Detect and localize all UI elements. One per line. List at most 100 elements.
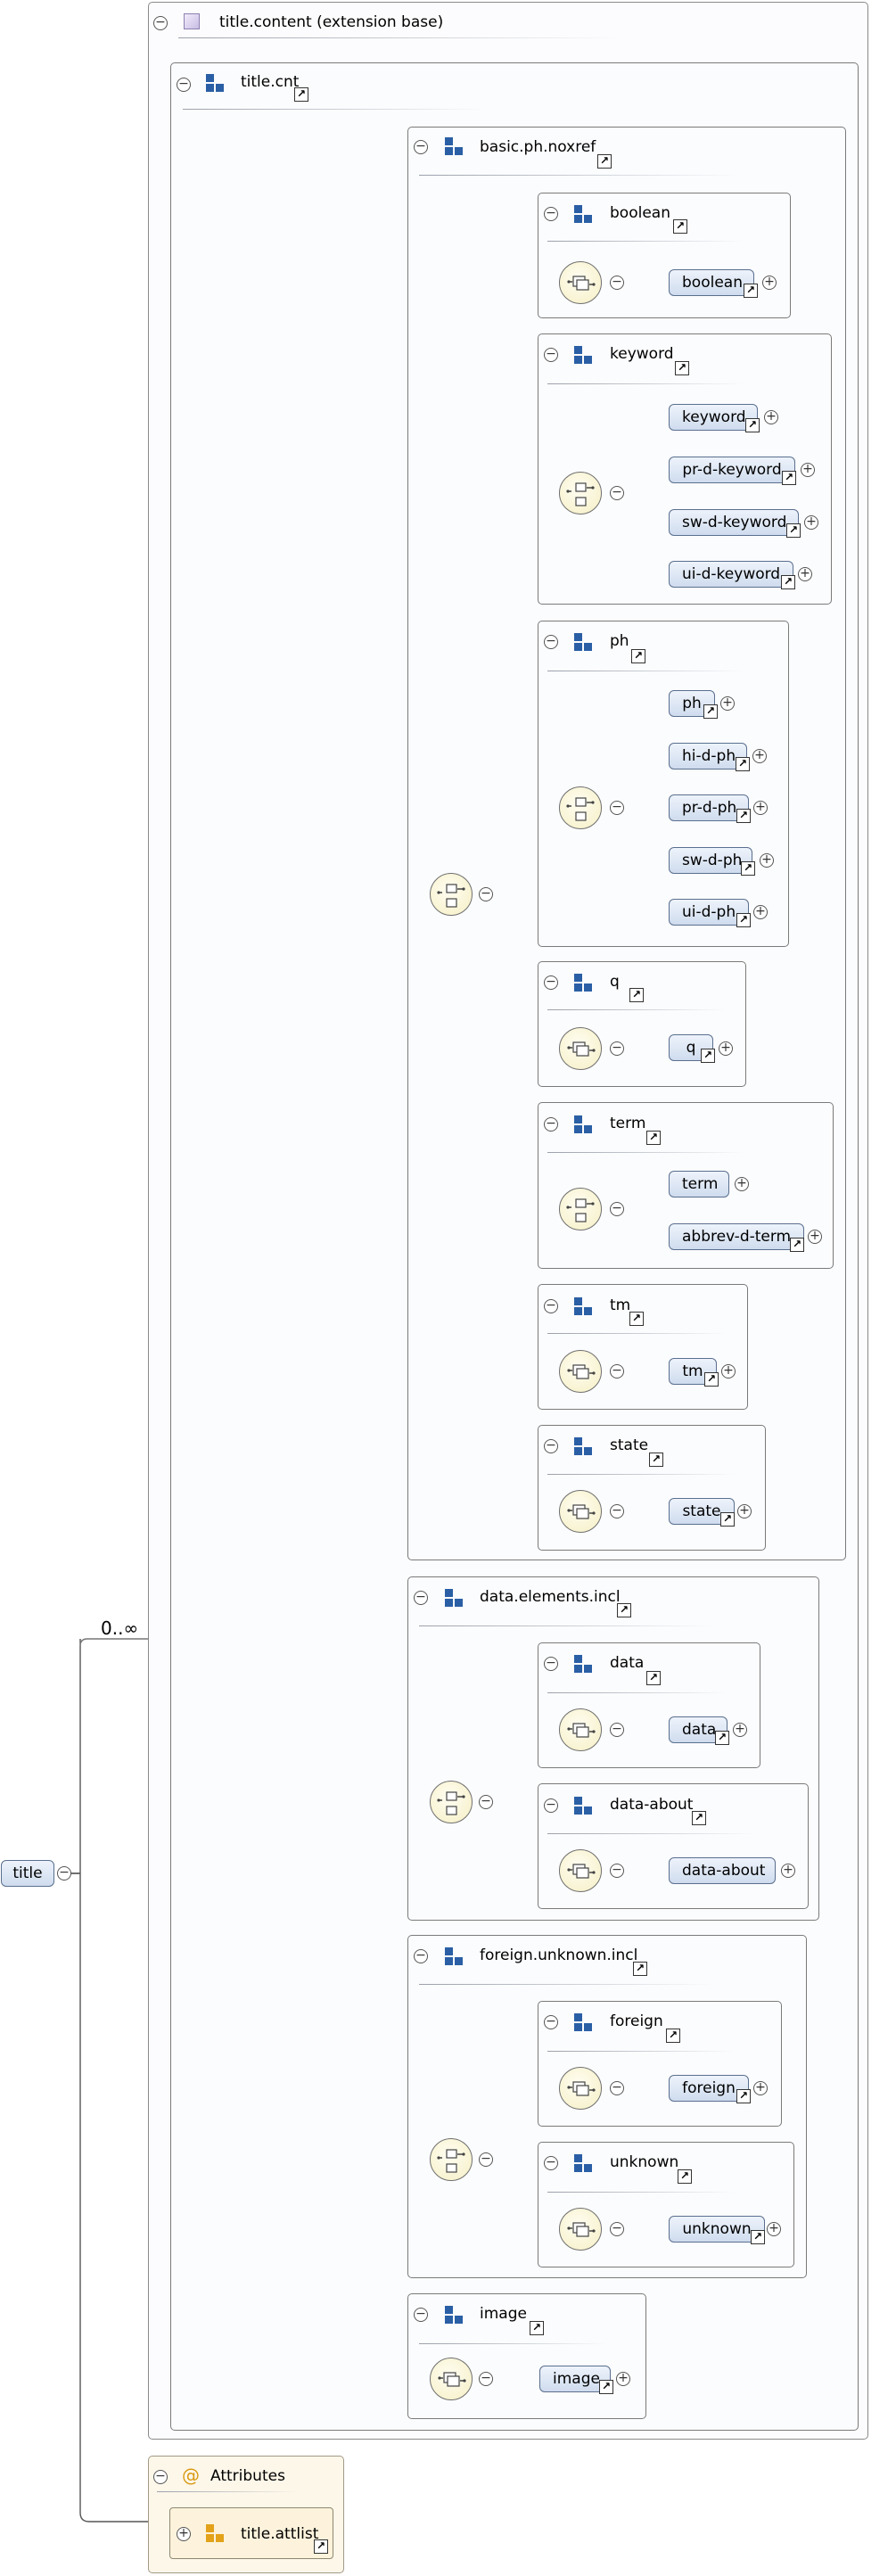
sequence-compositor-icon[interactable]	[559, 1708, 602, 1751]
expand-toggle-icon[interactable]: +	[720, 696, 735, 711]
collapse-toggle-icon[interactable]: −	[544, 1657, 558, 1671]
link-arrow-icon[interactable]: ↗	[786, 523, 801, 538]
element-abbrev-d-term[interactable]: abbrev-d-term	[669, 1223, 804, 1250]
element-unknown[interactable]: unknown	[669, 2216, 765, 2243]
link-arrow-icon[interactable]: ↗	[781, 575, 795, 589]
sequence-compositor-icon[interactable]	[559, 261, 602, 304]
collapse-toggle-icon[interactable]: −	[544, 348, 558, 362]
collapse-toggle-icon[interactable]: −	[153, 2470, 168, 2484]
collapse-toggle-icon[interactable]: −	[544, 2156, 558, 2170]
collapse-toggle-icon[interactable]: −	[153, 16, 168, 30]
collapse-toggle-icon[interactable]: −	[177, 78, 191, 92]
collapse-toggle-icon[interactable]: −	[414, 1591, 428, 1605]
sequence-compositor-icon[interactable]	[559, 2067, 602, 2110]
collapse-toggle-icon[interactable]: −	[610, 276, 624, 290]
collapse-toggle-icon[interactable]: −	[544, 1117, 558, 1132]
link-arrow-icon[interactable]: ↗	[720, 1512, 735, 1527]
collapse-toggle-icon[interactable]: −	[414, 140, 428, 154]
element-tm[interactable]: tm	[669, 1358, 717, 1385]
link-arrow-icon[interactable]: ↗	[646, 1131, 661, 1145]
collapse-toggle-icon[interactable]: −	[479, 1795, 493, 1809]
choice-compositor-icon[interactable]	[430, 873, 473, 916]
link-arrow-icon[interactable]: ↗	[736, 913, 751, 927]
sequence-compositor-icon[interactable]	[559, 2208, 602, 2251]
expand-toggle-icon[interactable]: +	[721, 1364, 736, 1379]
expand-toggle-icon[interactable]: +	[781, 1864, 795, 1878]
expand-toggle-icon[interactable]: +	[753, 2081, 768, 2095]
collapse-toggle-icon[interactable]: −	[544, 635, 558, 649]
link-arrow-icon[interactable]: ↗	[629, 988, 644, 1002]
sequence-compositor-icon[interactable]	[559, 1490, 602, 1533]
link-arrow-icon[interactable]: ↗	[646, 1671, 661, 1685]
root-element-title[interactable]: title	[1, 1860, 54, 1887]
collapse-toggle-icon[interactable]: −	[479, 2372, 493, 2386]
expand-toggle-icon[interactable]: +	[753, 905, 768, 919]
link-arrow-icon[interactable]: ↗	[741, 861, 755, 876]
expand-toggle-icon[interactable]: +	[733, 1723, 747, 1737]
sequence-compositor-icon[interactable]	[559, 1027, 602, 1070]
link-arrow-icon[interactable]: ↗	[701, 1049, 715, 1063]
link-arrow-icon[interactable]: ↗	[715, 1731, 729, 1745]
element-pr-d-keyword[interactable]: pr-d-keyword	[669, 457, 795, 483]
expand-toggle-icon[interactable]: +	[719, 1041, 733, 1056]
element-ph[interactable]: ph	[669, 690, 715, 717]
collapse-toggle-icon[interactable]: −	[544, 1439, 558, 1453]
expand-toggle-icon[interactable]: +	[177, 2527, 191, 2541]
choice-compositor-icon[interactable]	[559, 472, 602, 514]
link-arrow-icon[interactable]: ↗	[597, 154, 612, 169]
link-arrow-icon[interactable]: ↗	[703, 704, 718, 719]
collapse-toggle-icon[interactable]: −	[610, 486, 624, 500]
link-arrow-icon[interactable]: ↗	[704, 1372, 719, 1387]
collapse-toggle-icon[interactable]: −	[57, 1866, 71, 1881]
collapse-toggle-icon[interactable]: −	[610, 1041, 624, 1056]
collapse-toggle-icon[interactable]: −	[610, 2081, 624, 2095]
element-boolean[interactable]: boolean	[669, 269, 754, 296]
element-image[interactable]: image	[539, 2366, 611, 2392]
collapse-toggle-icon[interactable]: −	[479, 887, 493, 901]
expand-toggle-icon[interactable]: +	[767, 2222, 781, 2236]
link-arrow-icon[interactable]: ↗	[314, 2539, 328, 2554]
collapse-toggle-icon[interactable]: −	[414, 1949, 428, 1963]
link-arrow-icon[interactable]: ↗	[666, 2029, 680, 2043]
link-arrow-icon[interactable]: ↗	[782, 471, 796, 485]
expand-toggle-icon[interactable]: +	[808, 1230, 822, 1244]
collapse-toggle-icon[interactable]: −	[544, 2015, 558, 2029]
element-data-about[interactable]: data-about	[669, 1857, 776, 1884]
expand-toggle-icon[interactable]: +	[764, 410, 778, 424]
expand-toggle-icon[interactable]: +	[762, 276, 777, 290]
link-arrow-icon[interactable]: ↗	[678, 2169, 692, 2184]
link-arrow-icon[interactable]: ↗	[744, 284, 758, 298]
collapse-toggle-icon[interactable]: −	[610, 1364, 624, 1379]
collapse-toggle-icon[interactable]: −	[544, 207, 558, 221]
link-arrow-icon[interactable]: ↗	[745, 418, 760, 432]
collapse-toggle-icon[interactable]: −	[610, 1723, 624, 1737]
link-arrow-icon[interactable]: ↗	[599, 2380, 613, 2394]
link-arrow-icon[interactable]: ↗	[631, 649, 645, 663]
link-arrow-icon[interactable]: ↗	[692, 1811, 706, 1825]
element-ui-d-keyword[interactable]: ui-d-keyword	[669, 561, 793, 588]
link-arrow-icon[interactable]: ↗	[629, 1312, 644, 1326]
link-arrow-icon[interactable]: ↗	[736, 2089, 751, 2103]
collapse-toggle-icon[interactable]: −	[544, 975, 558, 990]
choice-compositor-icon[interactable]	[559, 786, 602, 829]
link-arrow-icon[interactable]: ↗	[790, 1238, 804, 1252]
element-keyword[interactable]: keyword	[669, 404, 758, 431]
element-term[interactable]: term	[669, 1171, 729, 1197]
choice-compositor-icon[interactable]	[559, 1188, 602, 1230]
expand-toggle-icon[interactable]: +	[616, 2372, 630, 2386]
link-arrow-icon[interactable]: ↗	[736, 757, 750, 771]
expand-toggle-icon[interactable]: +	[753, 801, 768, 815]
collapse-toggle-icon[interactable]: −	[610, 1864, 624, 1878]
sequence-compositor-icon[interactable]	[559, 1849, 602, 1892]
sequence-compositor-icon[interactable]	[559, 1350, 602, 1393]
link-arrow-icon[interactable]: ↗	[294, 87, 308, 102]
element-ui-d-ph[interactable]: ui-d-ph	[669, 899, 749, 926]
link-arrow-icon[interactable]: ↗	[675, 361, 689, 375]
expand-toggle-icon[interactable]: +	[735, 1177, 749, 1191]
collapse-toggle-icon[interactable]: −	[479, 2152, 493, 2167]
element-sw-d-ph[interactable]: sw-d-ph	[669, 847, 752, 874]
link-arrow-icon[interactable]: ↗	[736, 809, 751, 823]
collapse-toggle-icon[interactable]: −	[544, 1798, 558, 1813]
choice-compositor-icon[interactable]	[430, 1781, 473, 1823]
element-hi-d-ph[interactable]: hi-d-ph	[669, 743, 747, 770]
